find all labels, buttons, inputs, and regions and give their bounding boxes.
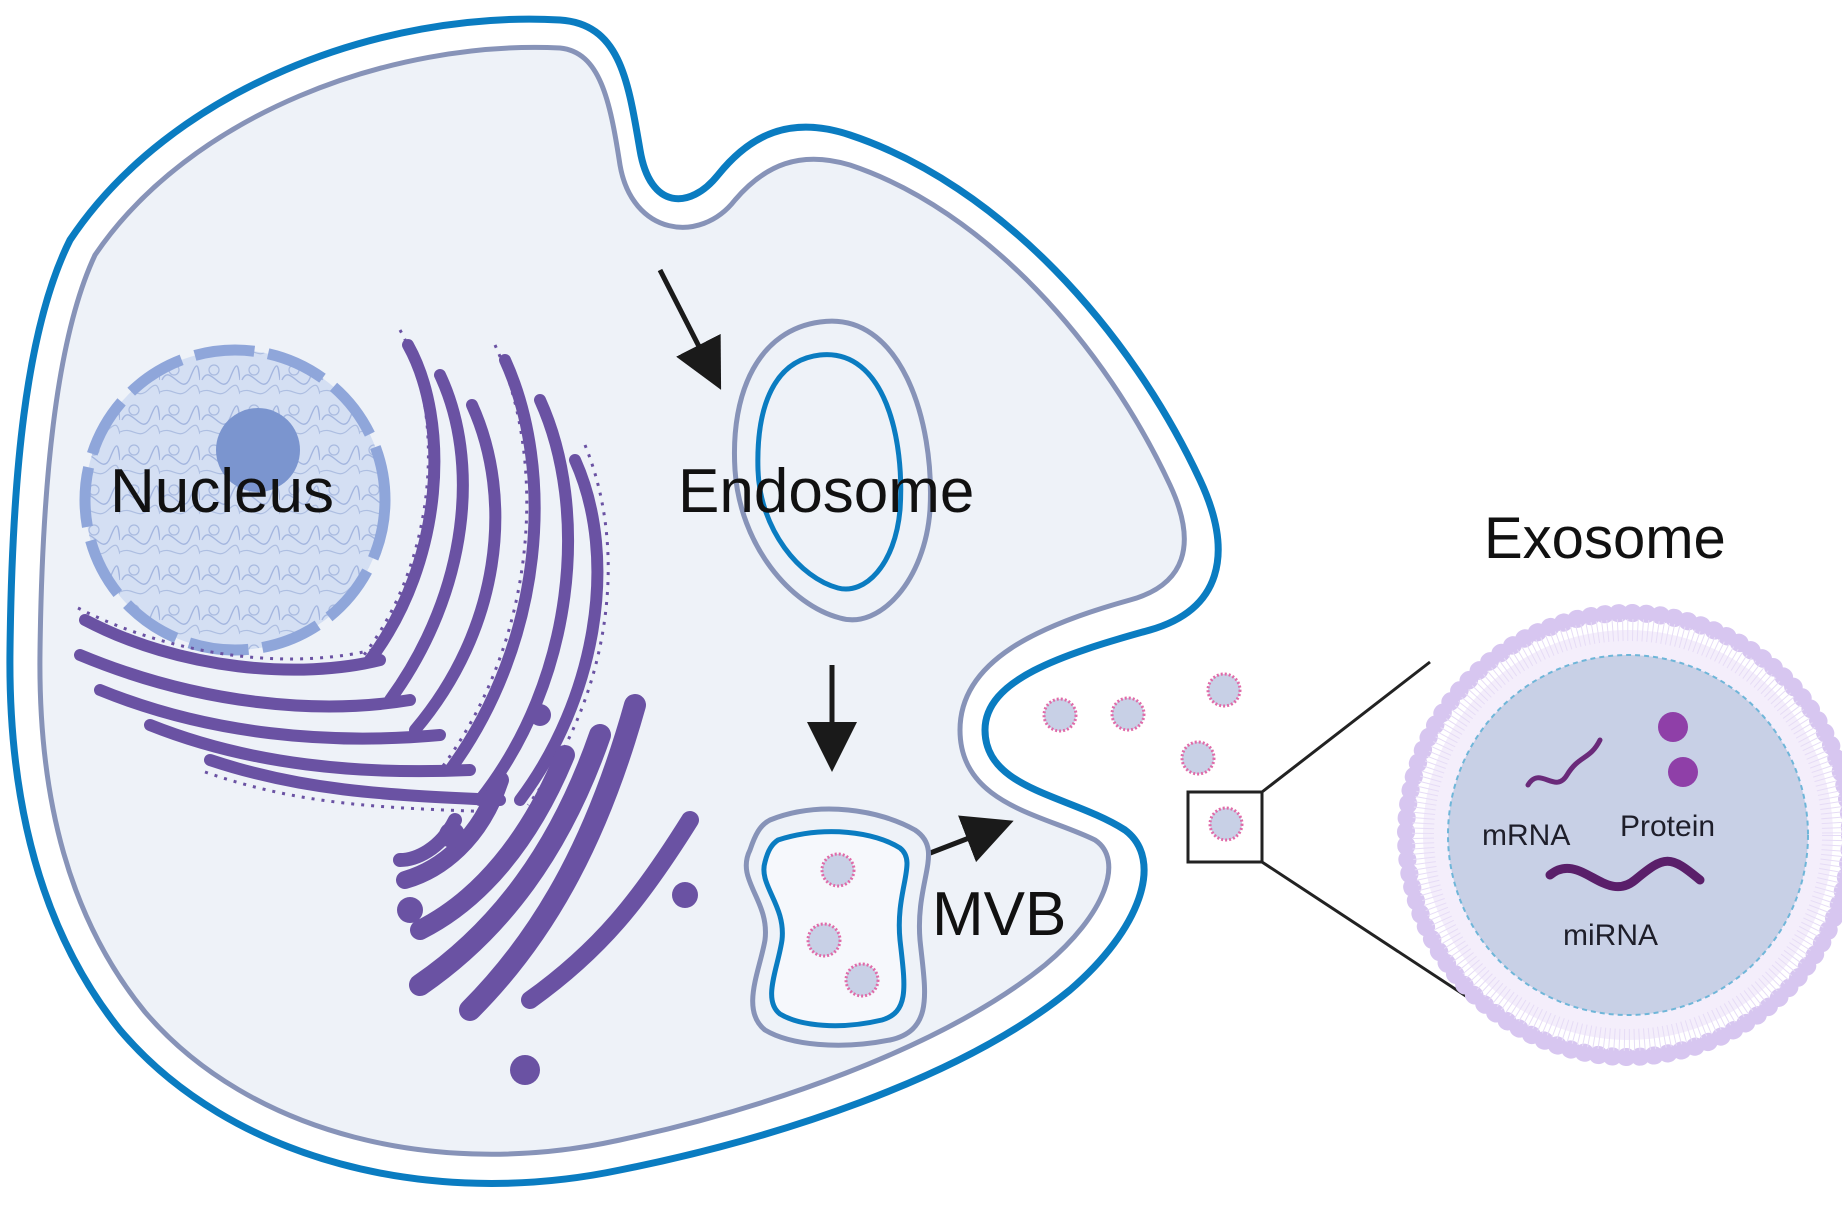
endosome-icon [731,318,933,623]
zoom-box [1186,790,1264,864]
exosome-detail [1397,604,1842,1066]
mirna-label: miRNA [1563,919,1658,952]
mvb-label: MVB [932,880,1066,949]
nucleolus [216,408,300,492]
er-ribosomes [77,329,610,814]
arrow-to-endosome [657,268,722,390]
golgi-icon [393,694,699,1085]
protein-label: Protein [1620,810,1715,843]
exosome-vesicle-icon [1110,696,1146,732]
exosome-vesicle-icon [1208,806,1244,842]
endosome-label: Endosome [678,457,974,526]
nucleus-icon [79,344,391,656]
mirna-icon [1545,856,1705,892]
mrna-label: mRNA [1482,819,1570,852]
rough-er-icon [74,339,604,806]
mvb-icon [743,806,932,1048]
nucleus-label: Nucleus [110,457,334,526]
exosome-label: Exosome [1484,506,1726,571]
zoom-callout [1186,660,1479,1006]
protein-icon [1658,712,1698,787]
arrow-mvb-to-membrane [924,815,1014,863]
mrna-icon [1525,737,1603,788]
pathway-arrows [657,268,1014,863]
intraluminal-vesicles [806,852,880,998]
exosome-vesicle-icon [1206,672,1242,708]
exosome-vesicle-icon [1042,697,1078,733]
exosome-vesicle-icon [1180,740,1216,776]
released-exosomes [1042,672,1244,842]
